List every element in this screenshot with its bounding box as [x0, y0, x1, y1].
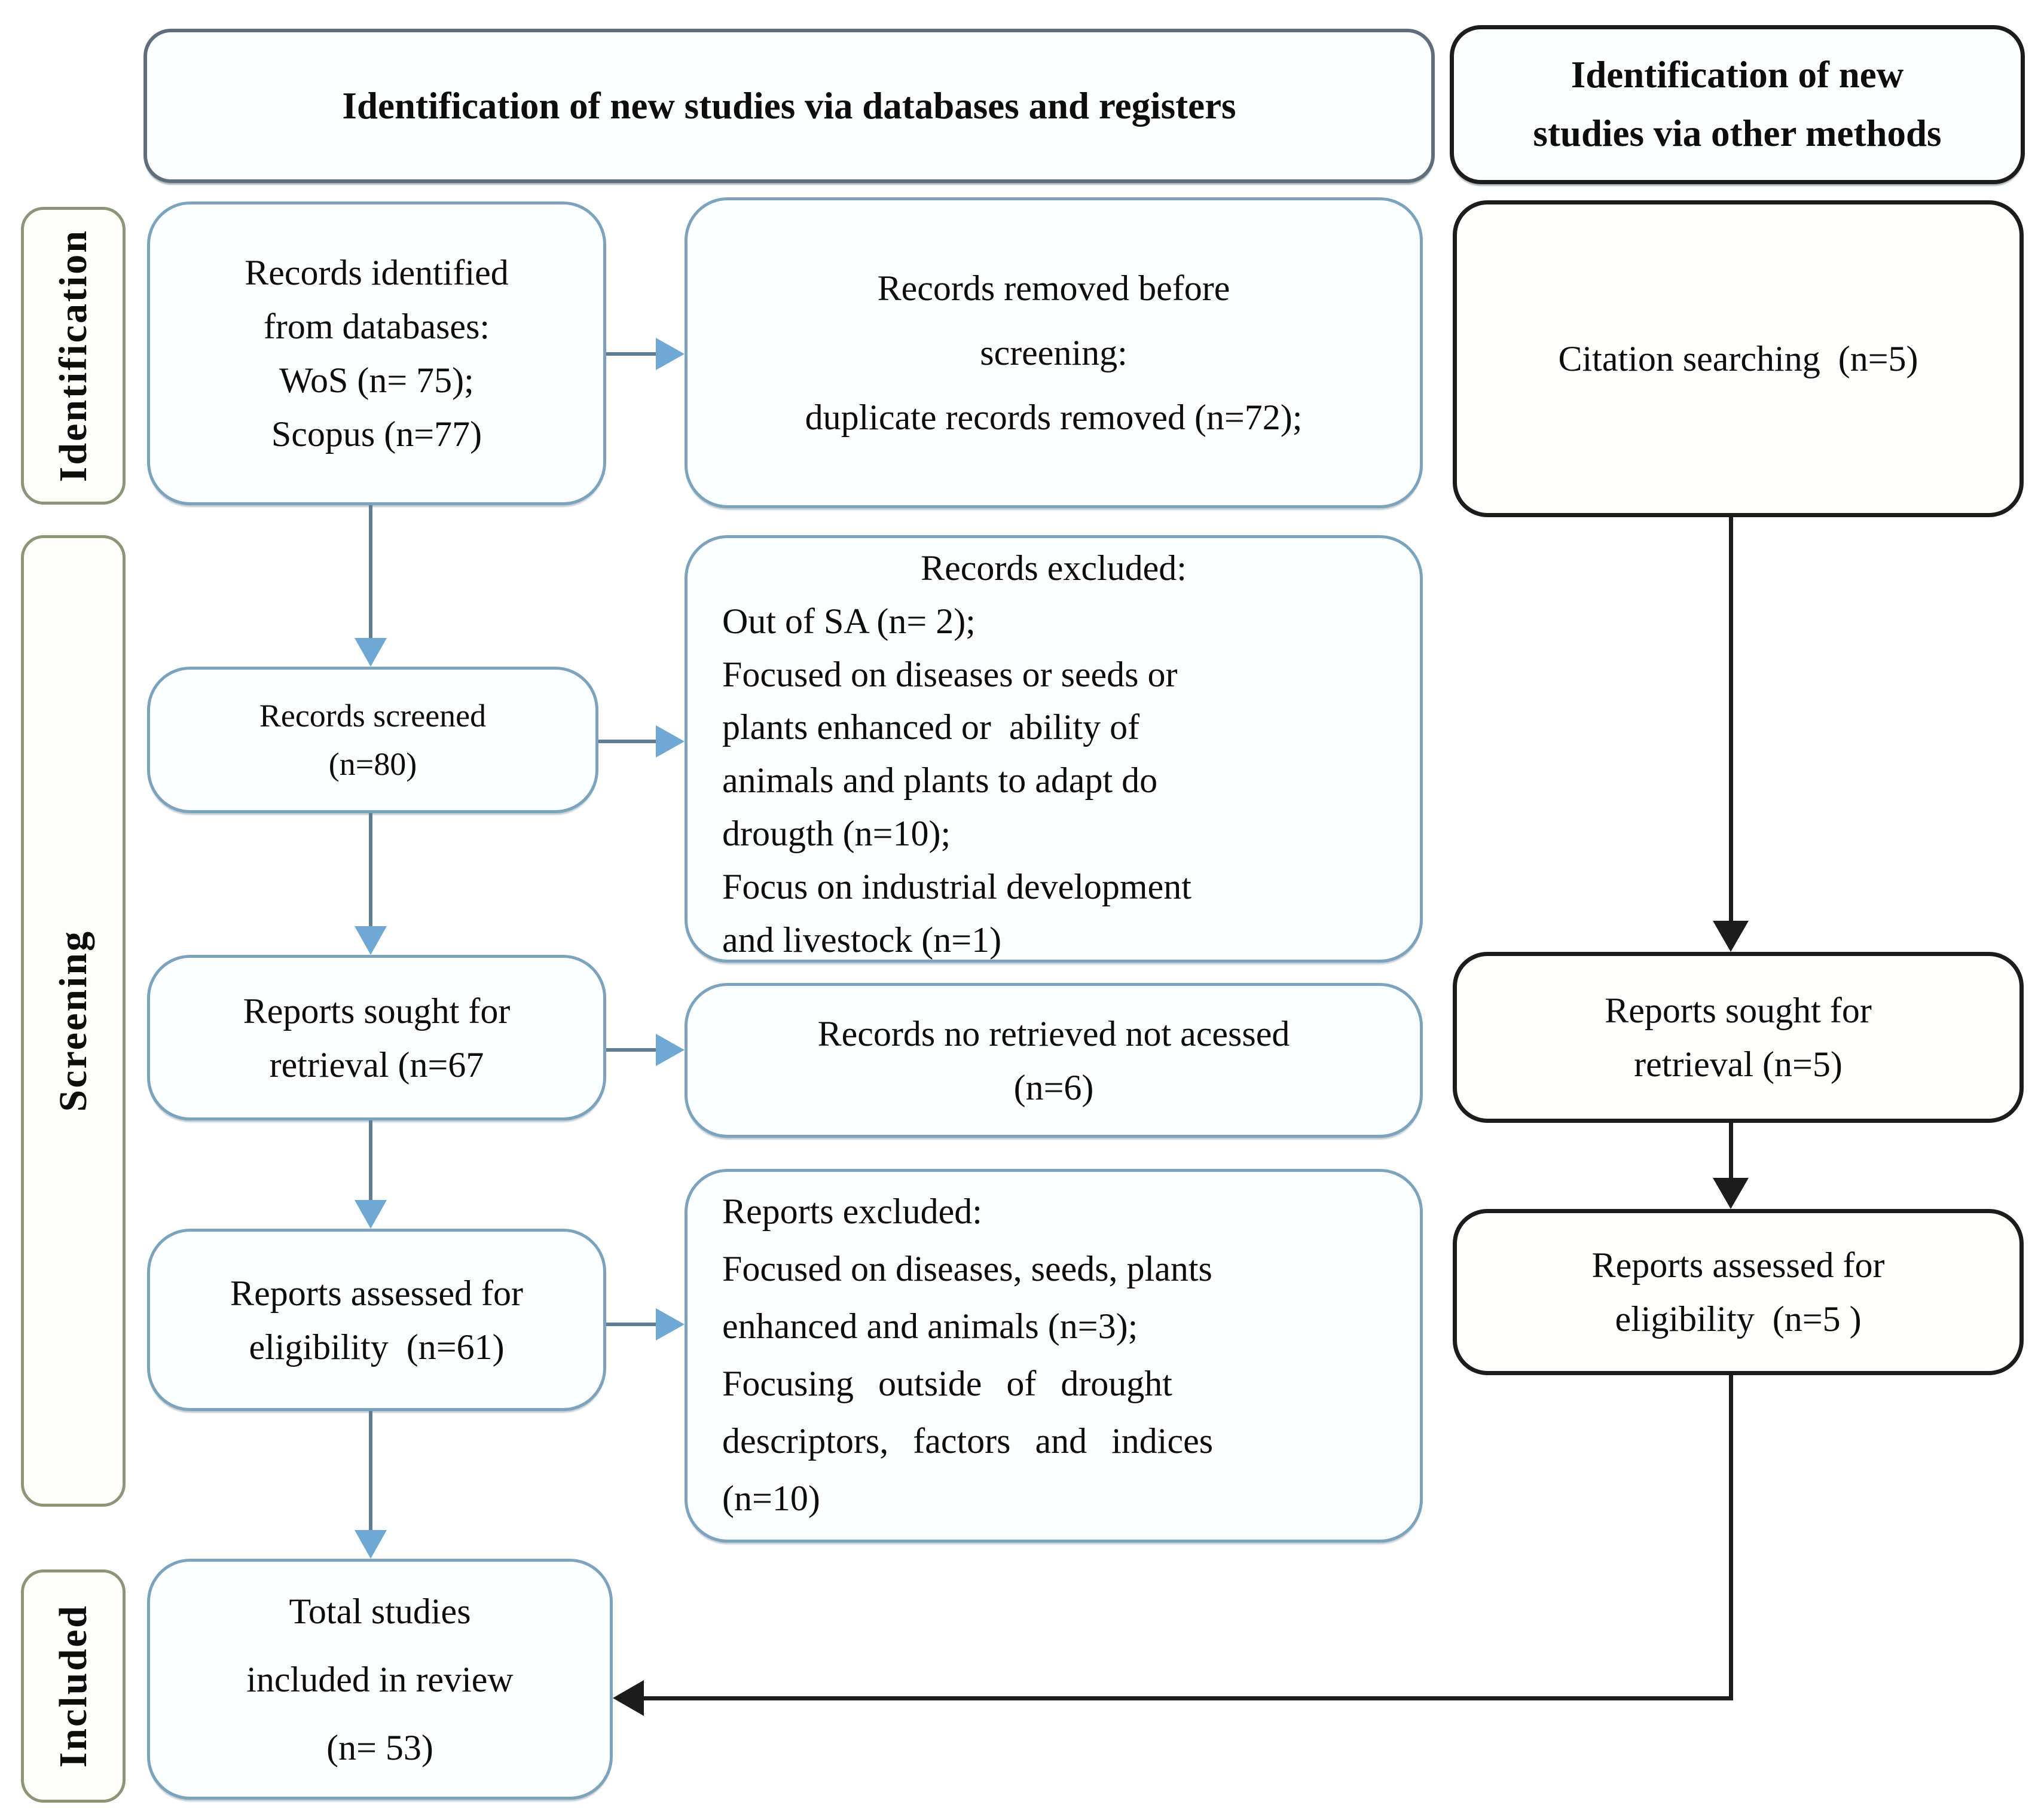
box-total-studies-included: Total studies included in review (n= 53): [147, 1559, 613, 1800]
box-reports-assessed-eligibility-other: Reports assessed for eligibility (n=5 ): [1453, 1209, 2024, 1375]
box-line: drougth (n=10);: [722, 813, 951, 853]
box-line: Reports assessed for: [230, 1273, 523, 1313]
arrow-sought-to-assessed-other-head: [1713, 1178, 1749, 1209]
box-line: (n=80): [328, 746, 417, 782]
arrow-assessed-to-reportsexcluded-line: [606, 1323, 657, 1326]
arrow-sought-to-notretrieved-head: [656, 1034, 685, 1066]
arrow-sought-to-assessed-other-line: [1729, 1123, 1733, 1179]
box-line: Focused on diseases or seeds or: [722, 654, 1178, 694]
box-line: from databases:: [263, 307, 490, 346]
arrow-sought-to-notretrieved-line: [606, 1048, 657, 1052]
arrow-sought-to-assessed-head: [355, 1200, 387, 1229]
sidebar-stage-screening: Screening: [21, 535, 126, 1507]
box-line: retrieval (n=67: [269, 1045, 484, 1085]
box-records-screened: Records screened (n=80): [147, 667, 598, 813]
box-line: Records no retrieved not acessed: [817, 1013, 1290, 1053]
box-line: Reports sought for: [243, 991, 511, 1031]
header-other-methods: Identification of new studies via other …: [1450, 25, 2025, 184]
arrow-screened-to-excluded-head: [656, 725, 685, 758]
box-line: Focused on diseases, seeds, plants: [722, 1249, 1212, 1288]
box-records-not-retrieved: Records no retrieved not acessed (n=6): [685, 983, 1423, 1138]
box-line: Reports assessed for: [1591, 1245, 1885, 1285]
box-line: Total studies: [289, 1591, 471, 1631]
box-line: Citation searching (n=5): [1558, 339, 1918, 378]
header-databases-registers-label: Identification of new studies via databa…: [342, 84, 1236, 127]
box-line: eligibility (n=61): [249, 1327, 505, 1367]
box-reports-sought-retrieval: Reports sought for retrieval (n=67: [147, 955, 606, 1120]
box-title: Records excluded:: [921, 548, 1187, 588]
arrow-identified-to-screened-line: [369, 505, 372, 642]
box-line: retrieval (n=5): [1634, 1045, 1843, 1084]
box-line: plants enhanced or ability of: [722, 707, 1140, 747]
sidebar-stage-screening-label: Screening: [51, 930, 95, 1112]
arrow-screened-to-excluded-line: [598, 740, 657, 743]
arrow-citation-to-sought-line: [1729, 517, 1733, 923]
box-line: enhanced and animals (n=3);: [722, 1306, 1138, 1346]
arrow-screened-to-sought-head: [355, 926, 387, 955]
box-reports-assessed-eligibility: Reports assessed for eligibility (n=61): [147, 1229, 606, 1411]
sidebar-stage-included: Included: [21, 1569, 126, 1803]
arrow-screened-to-sought-line: [369, 813, 372, 929]
box-records-identified: Records identified from databases: WoS (…: [147, 201, 606, 505]
box-line: Records removed before: [877, 268, 1230, 308]
header-databases-registers: Identification of new studies via databa…: [143, 29, 1435, 183]
box-line: Records identified: [245, 253, 509, 292]
sidebar-stage-identification: Identification: [21, 207, 126, 505]
arrow-assessed-other-to-included-head: [613, 1680, 644, 1716]
box-line: descriptors, factors and indices: [722, 1421, 1214, 1461]
box-reports-sought-retrieval-other: Reports sought for retrieval (n=5): [1453, 952, 2024, 1123]
arrow-assessed-other-to-included-hline: [643, 1696, 1733, 1700]
arrow-assessed-to-included-head: [355, 1530, 387, 1559]
arrow-assessed-to-reportsexcluded-head: [656, 1308, 685, 1340]
box-line: duplicate records removed (n=72);: [805, 398, 1303, 437]
box-line: and livestock (n=1): [722, 920, 1002, 960]
arrow-sought-to-assessed-line: [369, 1120, 372, 1202]
header-other-methods-line1: Identification of new: [1571, 54, 1904, 96]
box-line: (n= 53): [326, 1727, 433, 1767]
arrow-assessed-to-included-line: [369, 1411, 372, 1531]
box-line: included in review: [246, 1659, 514, 1699]
box-line: WoS (n= 75);: [279, 361, 474, 400]
arrow-identified-to-removed-line: [606, 352, 657, 356]
box-line: Reports sought for: [1605, 991, 1872, 1030]
box-title: Reports excluded:: [722, 1192, 982, 1231]
arrow-assessed-other-to-included-vline: [1729, 1375, 1733, 1700]
box-line: eligibility (n=5 ): [1615, 1299, 1862, 1339]
box-line: Focusing outside of drought: [722, 1364, 1172, 1403]
box-line: Focus on industrial development: [722, 866, 1191, 906]
sidebar-stage-included-label: Included: [51, 1604, 95, 1768]
box-line: Out of SA (n= 2);: [722, 601, 976, 641]
box-records-removed-before-screening: Records removed before screening: duplic…: [685, 197, 1423, 508]
box-line: (n=10): [722, 1479, 820, 1518]
arrow-identified-to-removed-head: [656, 338, 685, 370]
sidebar-stage-identification-label: Identification: [51, 229, 95, 483]
box-line: (n=6): [1013, 1067, 1094, 1107]
box-line: screening:: [980, 333, 1128, 372]
box-line: Scopus (n=77): [271, 414, 482, 454]
box-citation-searching: Citation searching (n=5): [1453, 200, 2024, 517]
arrow-citation-to-sought-head: [1713, 921, 1749, 952]
header-other-methods-line2: studies via other methods: [1533, 112, 1942, 154]
box-records-excluded: Records excluded: Out of SA (n= 2); Focu…: [685, 535, 1423, 963]
box-line: Records screened: [259, 697, 487, 734]
arrow-identified-to-screened-head: [355, 638, 387, 667]
box-line: animals and plants to adapt do: [722, 761, 1158, 801]
box-reports-excluded: Reports excluded: Focused on diseases, s…: [685, 1169, 1423, 1543]
